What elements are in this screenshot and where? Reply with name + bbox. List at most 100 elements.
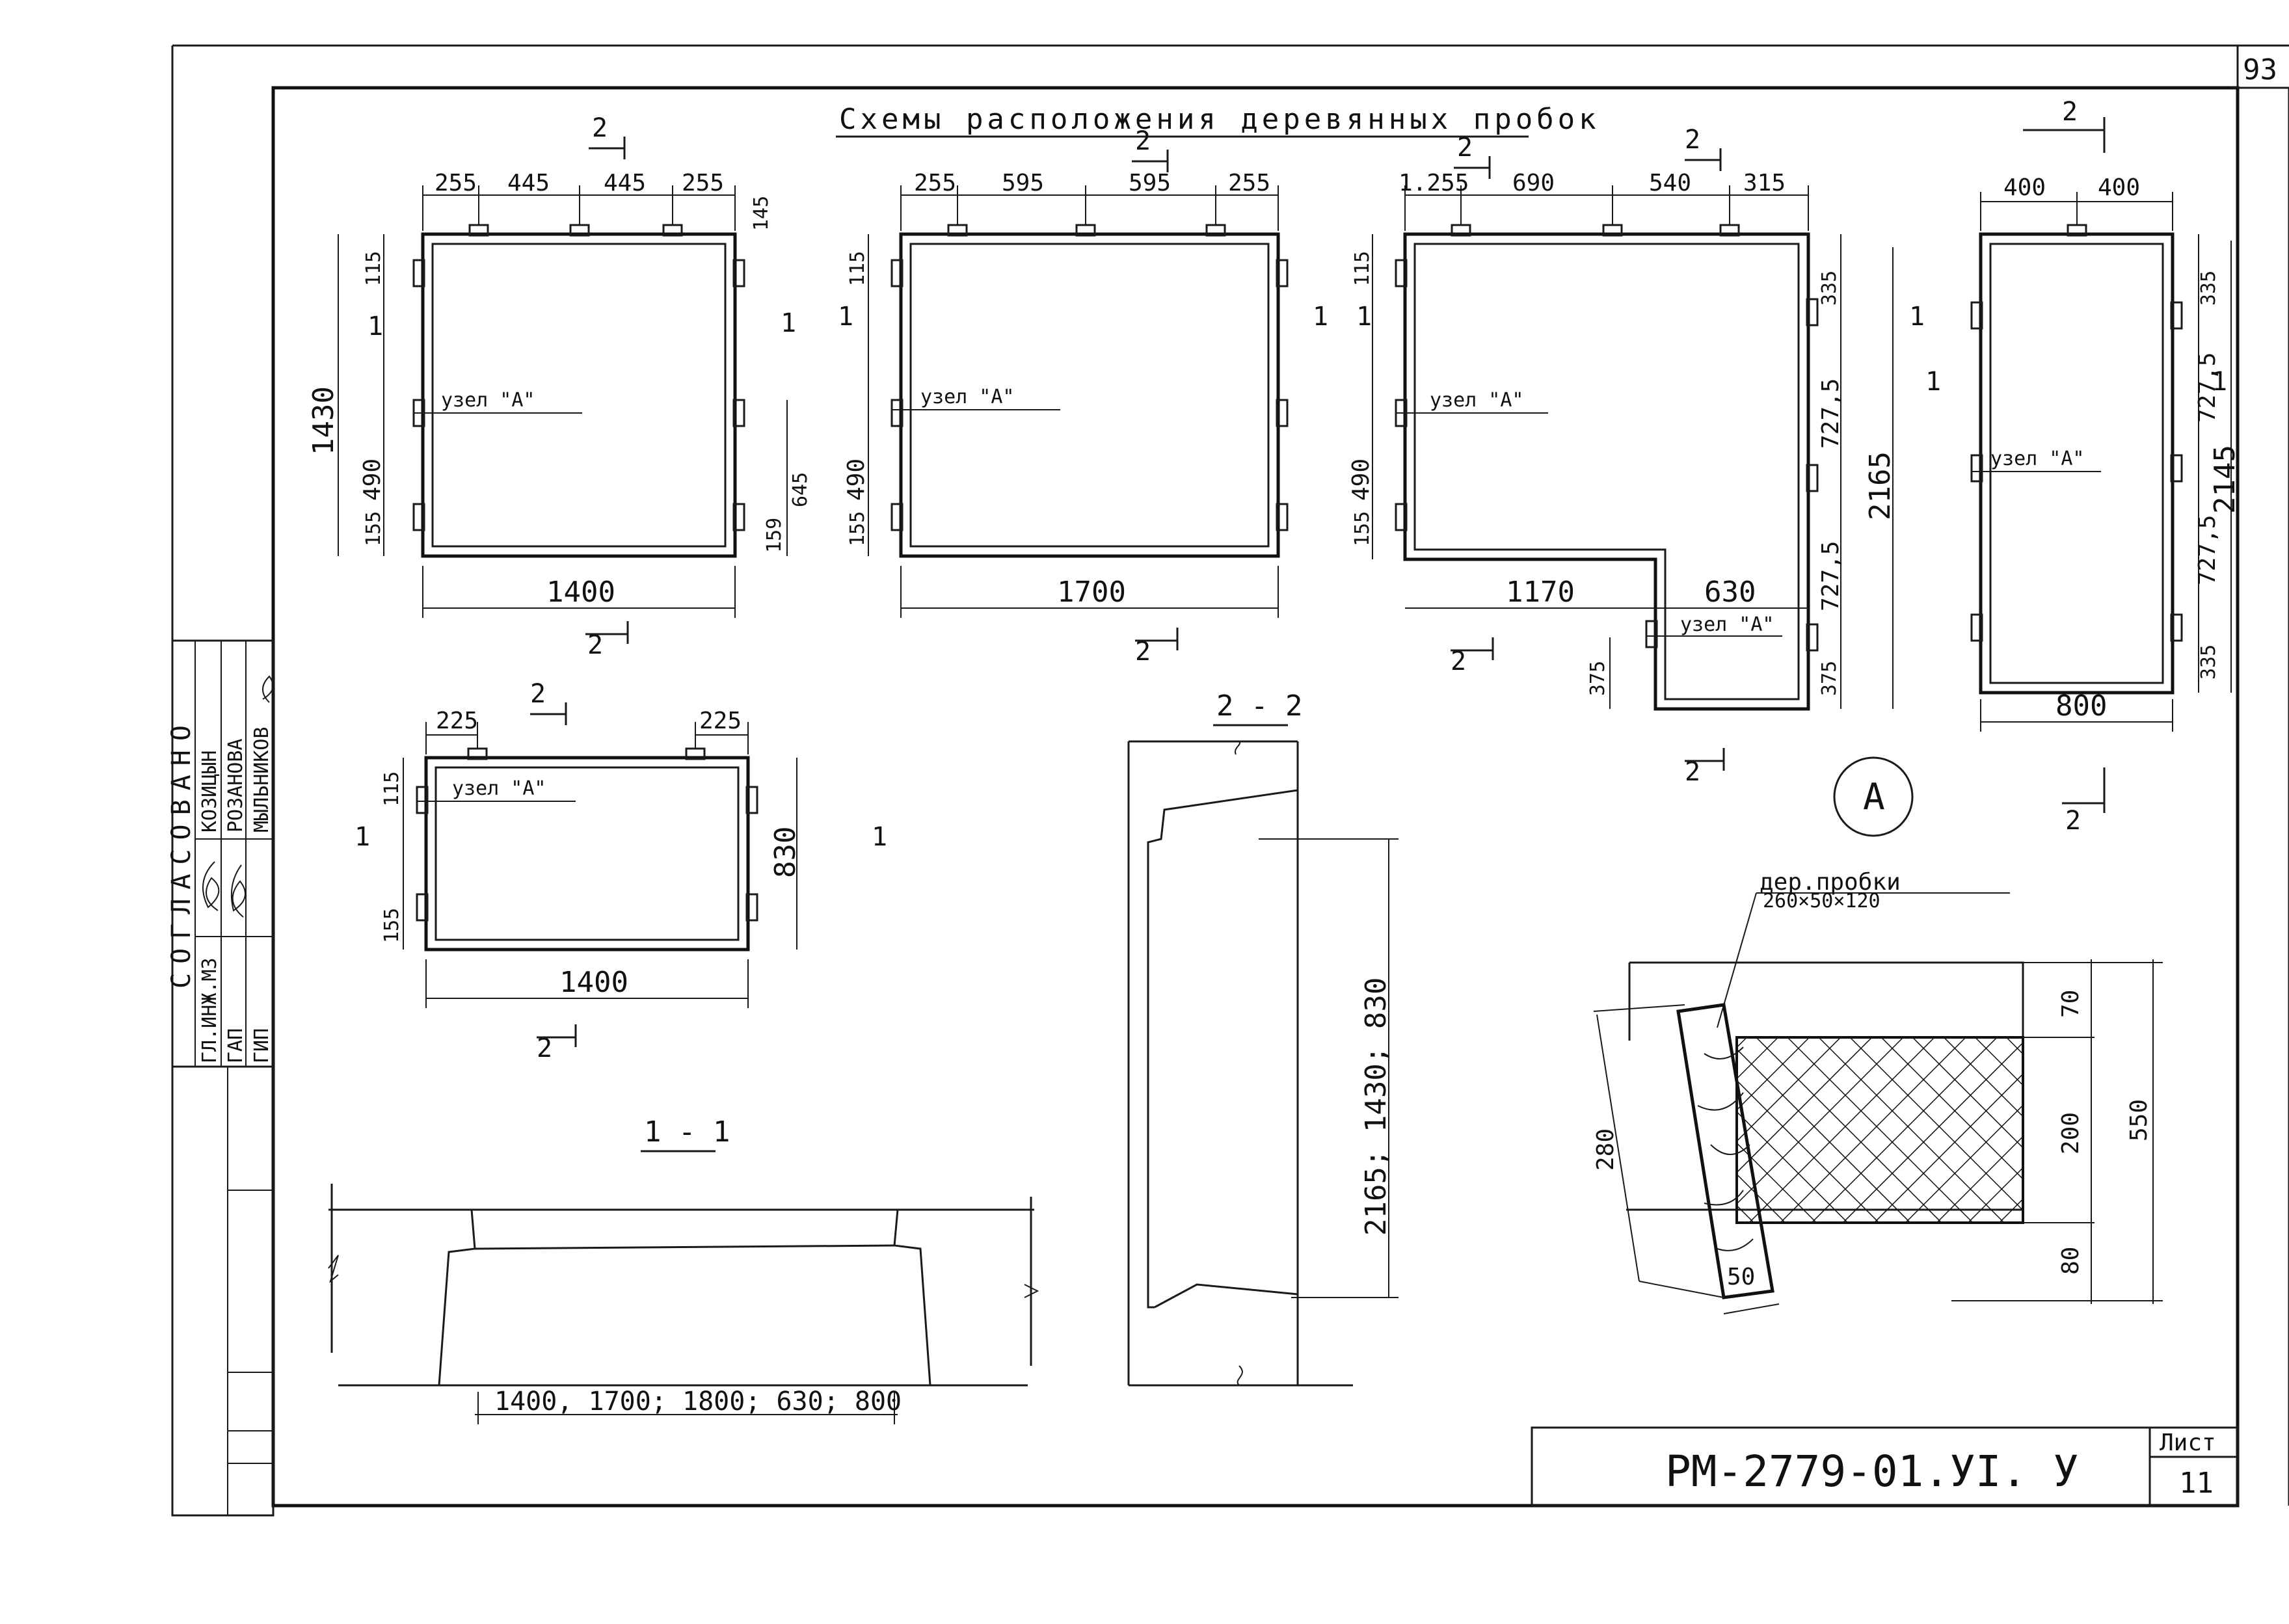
plan5-node-a: узел "А" bbox=[452, 777, 546, 800]
plan3-dim-115: 115 bbox=[1351, 251, 1374, 286]
list-label: Лист bbox=[2160, 1430, 2216, 1456]
plan3-dim-375: 375 bbox=[1586, 661, 1609, 696]
approval-name-1: КОЗИЦЫН bbox=[198, 751, 221, 832]
plug-title: дер.пробки bbox=[1760, 869, 1901, 896]
plan4-width: 800 bbox=[2055, 689, 2107, 723]
plan2-mark-left: 1 bbox=[838, 302, 853, 332]
plug-size: 260×50×120 bbox=[1763, 890, 1881, 912]
detail-70: 70 bbox=[2057, 990, 2084, 1018]
section-2-2: 2 - 2 2165; 1430; 830 bbox=[1127, 689, 1399, 1387]
plan2-dim-top-2: 595 bbox=[1002, 170, 1044, 196]
section-1-1: 1 - 1 1400, 1700; 1800; 630; 800 bbox=[328, 1115, 1039, 1424]
plan3-bottom-630: 630 bbox=[1704, 576, 1756, 609]
plan3-node-a-lower: узел "А" bbox=[1680, 613, 1774, 636]
plan1-dim-645: 645 bbox=[789, 472, 812, 507]
plan4-height: 2145 bbox=[2208, 445, 2242, 514]
plan3-node-a: узел "А" bbox=[1430, 389, 1524, 412]
plan1-mark-left: 1 bbox=[368, 312, 383, 341]
plan-4: 400 400 335 727,5 727,5 335 2145 800 узе… bbox=[1925, 97, 2242, 836]
doc-code: РМ-2779-01.УI. У bbox=[1665, 1446, 2079, 1497]
plan5-mark-left: 1 bbox=[355, 822, 370, 852]
plan3-height: 2165 bbox=[1864, 451, 1897, 520]
approval-header: СОГЛАСОВАНО bbox=[167, 716, 196, 989]
detail-50: 50 bbox=[1727, 1264, 1755, 1290]
plan5-mark-bottom: 2 bbox=[537, 1033, 552, 1063]
section-22-title: 2 - 2 bbox=[1216, 689, 1302, 723]
plan1-dim-top-3: 445 bbox=[604, 170, 646, 196]
plan4-mark-right: 1 bbox=[2212, 367, 2227, 397]
plan-1: 255 445 445 255 145 1430 115 490 155 645… bbox=[307, 113, 812, 660]
plan4-right-727-2: 727,5 bbox=[2194, 515, 2221, 585]
detail-200: 200 bbox=[2057, 1112, 2084, 1154]
plan2-dim-top-1: 255 bbox=[914, 170, 956, 196]
plan4-right-335-2: 335 bbox=[2197, 645, 2220, 680]
plan2-dim-top-3: 595 bbox=[1129, 170, 1171, 196]
plan2-mark-bottom: 2 bbox=[1135, 637, 1151, 667]
callout-a-label: А bbox=[1863, 776, 1885, 818]
approval-stamp: СОГЛАСОВАНО ГЛ.ИНЖ.МЗ КОЗИЦЫН ГАП РОЗАНО… bbox=[167, 639, 274, 1517]
plan4-node-a: узел "А" bbox=[1990, 447, 2085, 470]
approval-role-2: ГАП bbox=[224, 1028, 247, 1063]
plan5-mark-top: 2 bbox=[530, 679, 546, 709]
signature-3 bbox=[262, 675, 274, 703]
plan3-mark-top: 2 bbox=[1457, 133, 1473, 163]
plan2-mark-right: 1 bbox=[1313, 302, 1328, 332]
plan5-dim-155: 155 bbox=[381, 908, 403, 943]
sheet-title-group: Схемы расположения деревянных пробок bbox=[836, 103, 1600, 138]
plan3-dim-top-2: 690 bbox=[1512, 170, 1555, 196]
section-11-title: 1 - 1 bbox=[644, 1115, 730, 1149]
plan3-mark-bottom2: 2 bbox=[1685, 757, 1700, 787]
plan4-right-727-1: 727,5 bbox=[2194, 353, 2221, 423]
title-block: РМ-2779-01.УI. У Лист 11 bbox=[1531, 1426, 2239, 1507]
signature-1 bbox=[202, 861, 220, 911]
plan1-mark-top: 2 bbox=[592, 113, 608, 143]
signature-2 bbox=[230, 864, 246, 918]
plan1-width: 1400 bbox=[546, 576, 615, 609]
plan1-dim-155: 155 bbox=[362, 511, 385, 546]
plan1-mark-bottom: 2 bbox=[587, 630, 603, 660]
plan2-width: 1700 bbox=[1057, 576, 1126, 609]
corner-number: 93 bbox=[2243, 53, 2277, 87]
plan5-mark-right: 1 bbox=[872, 822, 887, 852]
plan1-dim-490: 490 bbox=[359, 459, 386, 501]
plan4-mark-left: 1 bbox=[1925, 367, 1941, 397]
plan3-right-375: 375 bbox=[1818, 661, 1841, 696]
detail-a: дер.пробки 260×50×120 280 50 70 200 80 5… bbox=[1592, 869, 2163, 1314]
plan2-dim-155: 155 bbox=[846, 511, 869, 546]
hatched-insulation bbox=[1735, 1036, 2024, 1224]
approval-role-1: ГЛ.ИНЖ.МЗ bbox=[198, 957, 221, 1063]
section-22-dims: 2165; 1430; 830 bbox=[1359, 978, 1393, 1236]
approval-role-3: ГИП bbox=[250, 1028, 273, 1063]
plan2-mark-top: 2 bbox=[1135, 126, 1151, 156]
plan1-dim-159: 159 bbox=[763, 518, 786, 553]
plan5-dim-115: 115 bbox=[381, 771, 403, 806]
detail-280: 280 bbox=[1592, 1128, 1619, 1171]
plan3-dim-top-3: 540 bbox=[1649, 170, 1691, 196]
detail-80: 80 bbox=[2057, 1247, 2084, 1275]
plan5-height: 830 bbox=[769, 827, 802, 878]
plan4-mark-bottom: 2 bbox=[2065, 806, 2081, 836]
plan5-dim-top-1: 225 bbox=[436, 708, 478, 734]
plan4-dim-top-2: 400 bbox=[2098, 174, 2140, 201]
plan3-mark-left: 1 bbox=[1356, 302, 1372, 332]
plan1-mark-right: 1 bbox=[781, 308, 796, 338]
list-number: 11 bbox=[2179, 1467, 2214, 1500]
plan2-dim-top-4: 255 bbox=[1228, 170, 1270, 196]
plan3-right-727-1: 727,5 bbox=[1817, 379, 1844, 449]
plan1-dim-top-4: 255 bbox=[682, 170, 724, 196]
plan1-dim-145: 145 bbox=[750, 196, 773, 231]
plan3-dim-top-4: 315 bbox=[1743, 170, 1786, 196]
plan3-dim-155: 155 bbox=[1351, 511, 1374, 546]
plan4-mark-top: 2 bbox=[2062, 97, 2078, 127]
sheet-title: Схемы расположения деревянных пробок bbox=[839, 103, 1600, 136]
plan3-bottom-1170: 1170 bbox=[1506, 576, 1575, 609]
plan1-dim-top-2: 445 bbox=[507, 170, 550, 196]
plan-5: 225 225 115 155 830 1400 узел "А" 2 2 1 … bbox=[355, 679, 887, 1063]
plan3-dim-top-1: 1.255 bbox=[1399, 170, 1469, 196]
plan5-dim-top-2: 225 bbox=[699, 708, 742, 734]
plan2-node-a: узел "А" bbox=[920, 386, 1015, 408]
plan1-height: 1430 bbox=[307, 386, 340, 455]
plan3-mark-bottom: 2 bbox=[1451, 646, 1466, 676]
plan2-dim-490: 490 bbox=[843, 459, 870, 501]
